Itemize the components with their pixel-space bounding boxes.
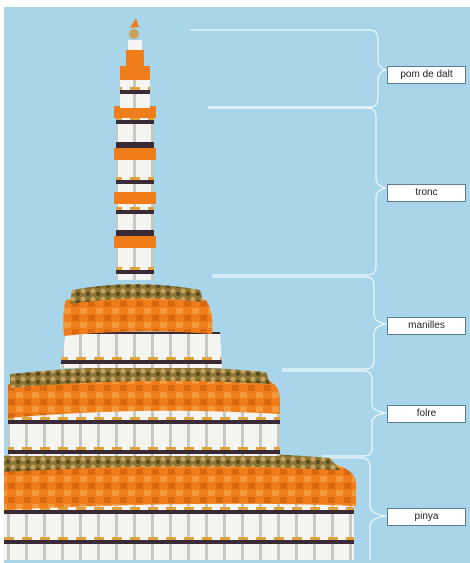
- pom-de-dalt-layer: [120, 18, 150, 108]
- folre-layer: [8, 366, 280, 456]
- manilles-layer: [60, 284, 222, 368]
- pinya-layer: [4, 450, 356, 560]
- label-manilles: manilles: [387, 317, 466, 335]
- label-tronc: tronc: [387, 184, 466, 202]
- label-folre: folre: [387, 405, 466, 423]
- tronc-layer: [114, 106, 156, 280]
- label-pinya: pinya: [387, 508, 466, 526]
- label-pom-de-dalt: pom de dalt: [387, 66, 466, 84]
